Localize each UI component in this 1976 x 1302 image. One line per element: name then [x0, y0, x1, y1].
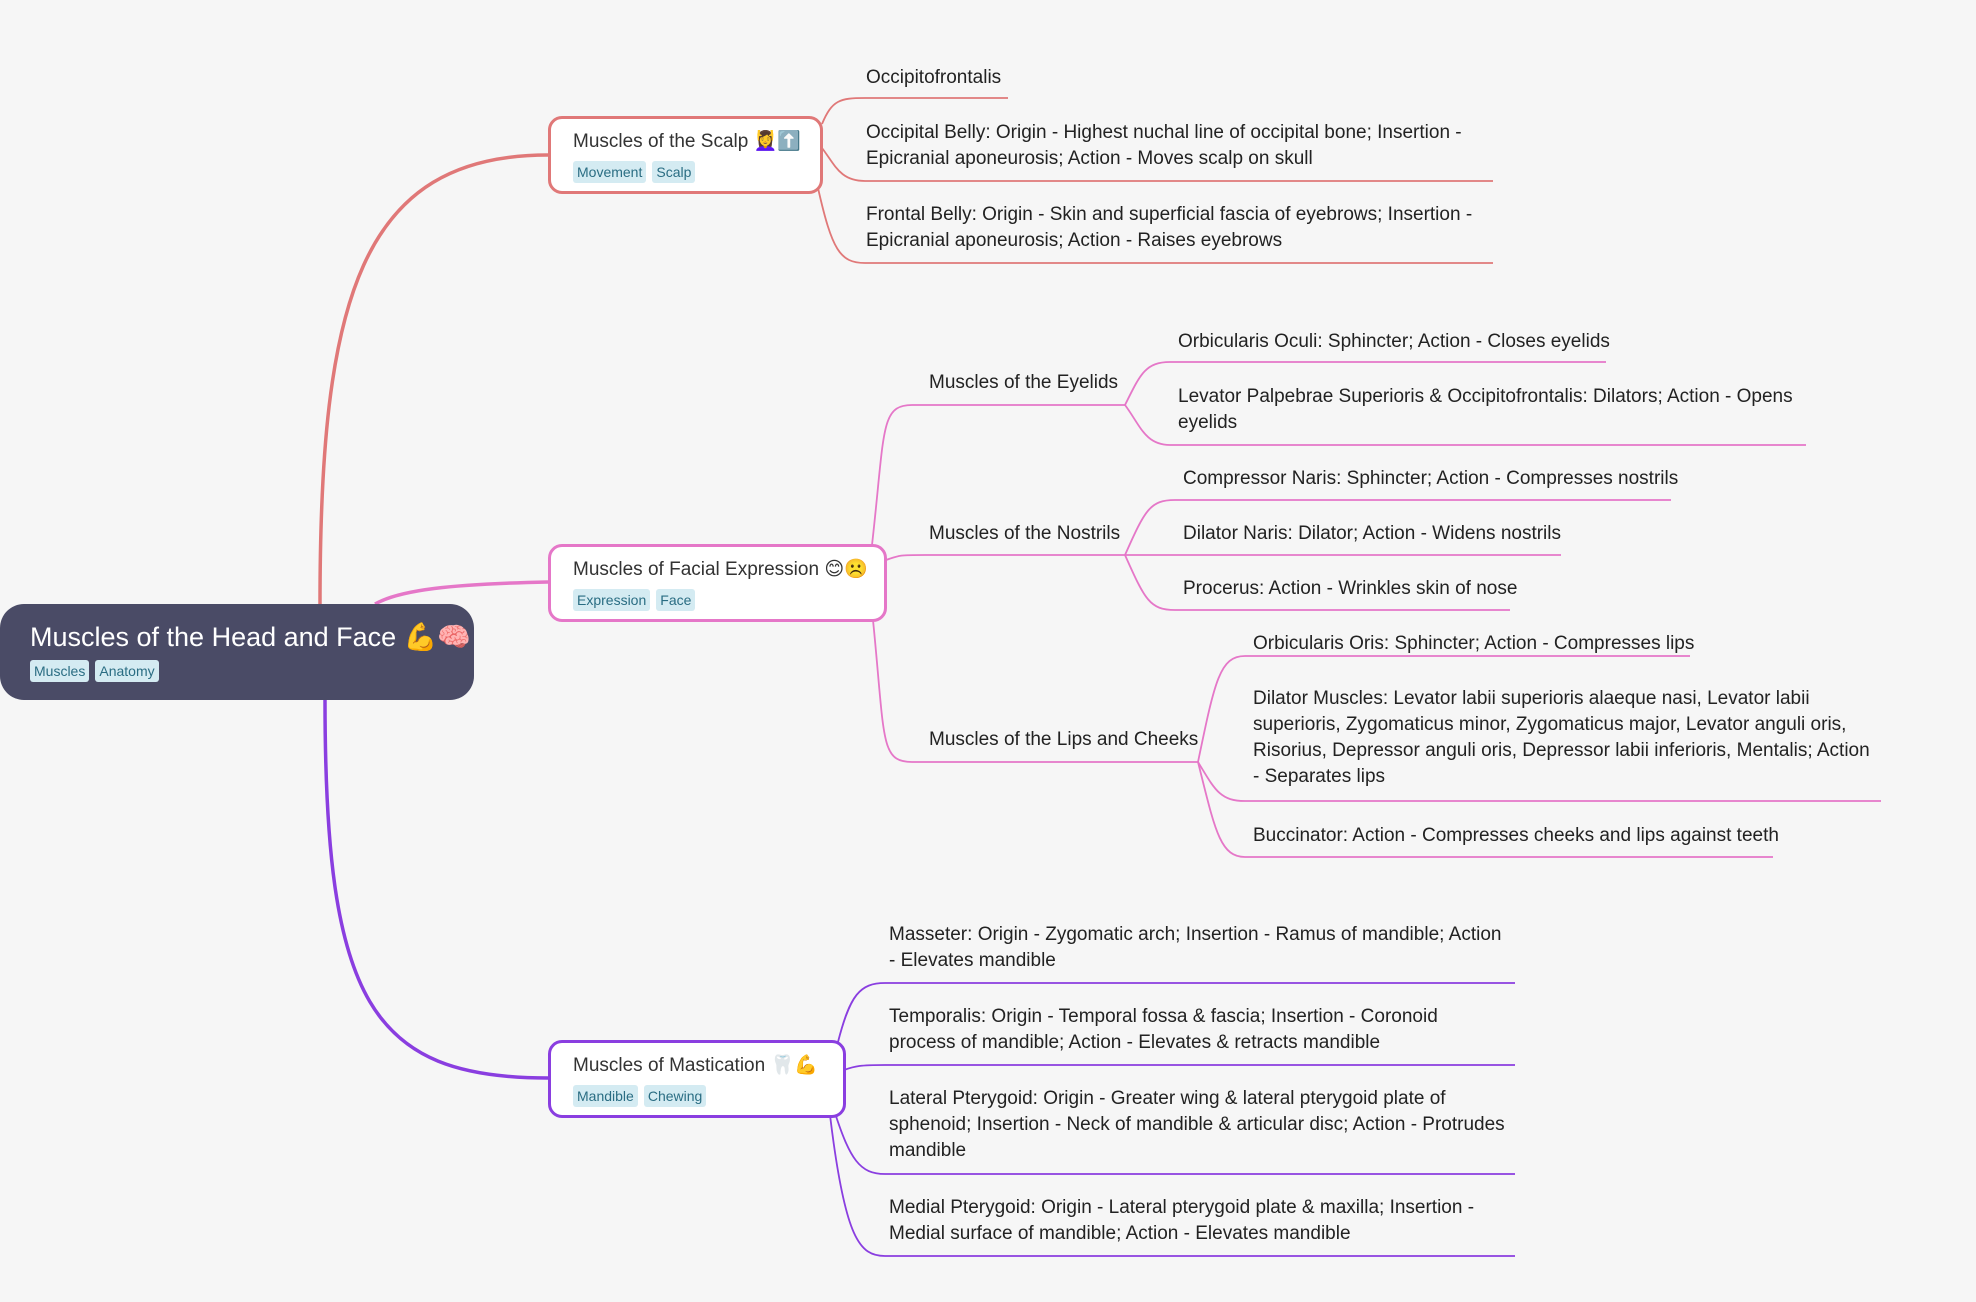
connector-mastication-2 — [843, 1064, 1515, 1071]
nostrils-leaf-procerus[interactable]: Procerus: Action - Wrinkles skin of nose — [1183, 578, 1518, 599]
sub-lips-cheeks[interactable]: Muscles of the Lips and Cheeks — [929, 729, 1199, 750]
scalp-leaf-occipitofrontalis[interactable]: Occipitofrontalis — [866, 67, 1002, 88]
branch-facial-expression[interactable]: Muscles of Facial Expression 😊☹️ Express… — [548, 544, 887, 622]
lips-leaf-orbicularis-oris[interactable]: Orbicularis Oris: Sphincter; Action - Co… — [1253, 633, 1695, 654]
mastication-leaf-masseter[interactable]: Masseter: Origin - Zygomatic arch; Inser… — [889, 924, 1502, 971]
mastication-leaf-temporalis[interactable]: Temporalis: Origin - Temporal fossa & fa… — [889, 1006, 1438, 1053]
branch-mastication-title: Muscles of Mastication 🦷💪 — [573, 1055, 818, 1076]
connector-lips-3 — [1197, 761, 1773, 858]
connector-scalp-1 — [821, 97, 1008, 125]
tag-mandible[interactable]: Mandible — [573, 1085, 638, 1107]
connector-facial-lips — [872, 619, 1198, 763]
nostrils-leaf-dilator-naris[interactable]: Dilator Naris: Dilator; Action - Widens … — [1183, 523, 1561, 544]
sub-nostrils[interactable]: Muscles of the Nostrils — [929, 523, 1121, 544]
tag-movement[interactable]: Movement — [573, 161, 647, 183]
branch-facial-title: Muscles of Facial Expression 😊☹️ — [573, 559, 868, 580]
connector-mastication-3 — [833, 1109, 1515, 1175]
tag-scalp[interactable]: Scalp — [652, 161, 696, 183]
root-title: Muscles of the Head and Face 💪🧠 — [30, 622, 471, 652]
connector-root-facial — [374, 580, 549, 606]
tag-muscles[interactable]: Muscles — [30, 660, 90, 682]
tag-expression[interactable]: Expression — [573, 589, 651, 611]
connector-lips-2 — [1197, 761, 1881, 802]
eyelids-leaf-levator-palpebrae[interactable]: Levator Palpebrae Superioris & Occipitof… — [1178, 386, 1793, 433]
scalp-leaf-occipital-belly[interactable]: Occipital Belly: Origin - Highest nuchal… — [866, 122, 1462, 169]
connector-facial-eyelids — [871, 404, 1125, 546]
connector-scalp-2 — [821, 147, 1493, 182]
branch-scalp-title: Muscles of the Scalp 💆‍♀️⬆️ — [573, 131, 801, 152]
lips-leaf-dilator-muscles[interactable]: Dilator Muscles: Levator labii superiori… — [1253, 688, 1870, 787]
tag-anatomy[interactable]: Anatomy — [95, 660, 159, 682]
connector-lips-1 — [1197, 655, 1690, 763]
mastication-leaf-medial-pterygoid[interactable]: Medial Pterygoid: Origin - Lateral ptery… — [889, 1197, 1475, 1244]
connector-scalp-3 — [817, 187, 1493, 264]
tag-chewing[interactable]: Chewing — [643, 1085, 707, 1107]
eyelids-leaf-orbicularis-oculi[interactable]: Orbicularis Oculi: Sphincter; Action - C… — [1178, 331, 1610, 352]
connector-mastication-4 — [829, 1114, 1515, 1257]
connector-eyelids-2 — [1124, 404, 1806, 446]
connector-eyelids-1 — [1124, 361, 1606, 406]
mastication-leaf-lateral-pterygoid[interactable]: Lateral Pterygoid: Origin - Greater wing… — [889, 1088, 1505, 1161]
scalp-leaf-frontal-belly[interactable]: Frontal Belly: Origin - Skin and superfi… — [866, 204, 1473, 251]
connector-facial-nostrils — [885, 554, 1125, 561]
connector-root-scalp — [318, 153, 549, 605]
lips-leaf-buccinator[interactable]: Buccinator: Action - Compresses cheeks a… — [1253, 825, 1779, 846]
connector-root-mastication — [323, 699, 549, 1080]
connector-nostrils-3 — [1124, 554, 1510, 611]
nostrils-leaf-compressor-naris[interactable]: Compressor Naris: Sphincter; Action - Co… — [1183, 468, 1679, 489]
sub-eyelids[interactable]: Muscles of the Eyelids — [929, 372, 1119, 393]
connector-nostrils-1 — [1124, 499, 1671, 556]
tag-face[interactable]: Face — [656, 589, 696, 611]
connector-mastication-1 — [837, 982, 1515, 1043]
